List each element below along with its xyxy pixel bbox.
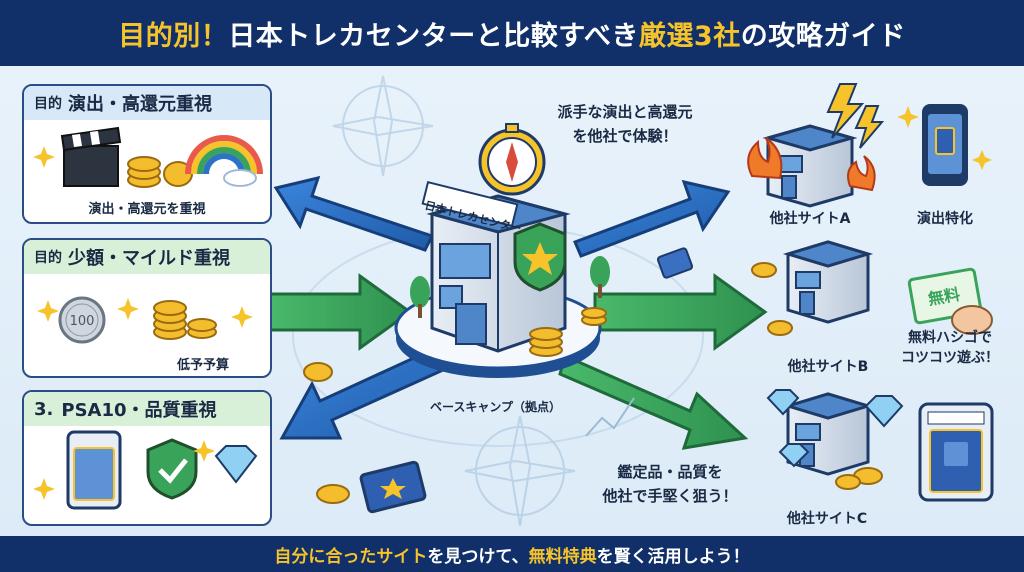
site-a-building-icon: [762, 124, 858, 208]
callout-quality-line2: 他社で手堅く狙う！: [602, 487, 738, 505]
site-c-name: 他社サイトC: [786, 511, 868, 527]
site-c-building-icon: [782, 392, 874, 476]
card-prefix: 目的: [34, 96, 62, 112]
footer-text-2: を賢く活用しよう！: [596, 546, 750, 567]
infographic-illustration: 無料: [268, 75, 994, 527]
callout-quality-line1: 鑑定品・品質を: [617, 463, 723, 481]
footer-highlight-2: 無料特典: [528, 546, 597, 567]
coin-stack-icon: [153, 300, 217, 340]
infographic-area: 無料 目的 演出・高還元重視: [0, 66, 1024, 536]
arrow-middle-left: [268, 273, 413, 351]
card-caption: 演出・高還元を重視: [88, 202, 206, 217]
flame-icon: [747, 137, 876, 192]
title-main: 日本トレカセンターと比較すべき: [228, 20, 639, 52]
callout-quality: 鑑定品・品質を 他社で手堅く狙う！: [590, 460, 750, 508]
purpose-card-quality: 3. PSA10・品質重視: [22, 390, 272, 526]
cloud-icon: [223, 169, 257, 187]
trading-card-icon: [359, 247, 694, 514]
coin-stack-icon: [529, 307, 607, 357]
free-ticket-icon: 無料: [907, 267, 993, 335]
site-b-building-icon: [782, 240, 874, 324]
callout-effects-line1: 派手な演出と高還元: [557, 103, 693, 121]
shield-star-icon: [513, 222, 567, 292]
arrow-middle-right: [593, 273, 768, 351]
page-title: 目的別！日本トレカセンターと比較すべき厳選3社の攻略ガイド: [118, 14, 905, 53]
coin-100-label: 100: [70, 314, 95, 329]
base-camp-label: ベースキャンプ（拠点）: [430, 400, 562, 414]
card-title: 少額・マイルド重視: [68, 248, 230, 269]
card-header: 目的 演出・高還元重視: [24, 86, 270, 120]
arrow-bottom-left: [279, 344, 455, 440]
card-header: 3. PSA10・品質重視: [24, 392, 270, 426]
tree-icon: [410, 256, 610, 318]
card-title: PSA10・品質重視: [61, 400, 217, 421]
arrow-top-right: [573, 179, 731, 258]
compass-rose-top-icon: [332, 75, 434, 177]
callout-effects-line2: を他社で体験！: [572, 127, 678, 145]
card-caption: 低予予算: [176, 358, 229, 373]
footer-highlight-1: 自分に合ったサイト: [274, 546, 428, 567]
footer-banner: 自分に合ったサイトを見つけて、無料特典を賢く活用しよう！: [0, 536, 1024, 572]
card-prefix: 3.: [34, 398, 54, 420]
compass-icon: [478, 123, 546, 196]
rainbow-icon: [185, 135, 263, 175]
graded-card-slab-icon: [66, 430, 122, 510]
sparkle-icon: [33, 440, 215, 500]
site-b-name: 他社サイトB: [787, 359, 869, 375]
sparkle-icon: [37, 298, 253, 328]
title-suffix: の攻略ガイド: [740, 20, 906, 52]
check-shield-icon: [146, 438, 198, 500]
site-a-feature: 演出特化: [917, 211, 973, 227]
card-title: 演出・高還元重視: [68, 94, 212, 115]
site-b-feature-line1: 無料ハシゴで: [908, 330, 992, 346]
smartphone-icon: [922, 104, 968, 186]
sparkle-icon: [33, 146, 55, 168]
loose-coins-icon: [303, 262, 883, 504]
coin-stack-icon: [127, 156, 193, 188]
coin-100-icon: 100: [58, 296, 106, 344]
compass-rose-bottom-icon: [464, 415, 576, 527]
purpose-card-low-budget: 目的 少額・マイルド重視 100 低予予算: [22, 238, 272, 378]
card-header: 目的 少額・マイルド重視: [24, 240, 270, 274]
site-b-feature-line2: コツコツ遊ぶ！: [901, 350, 999, 366]
site-a-name: 他社サイトA: [769, 211, 851, 227]
purpose-card-effects: 目的 演出・高還元重視: [22, 84, 272, 224]
trend-line-icon: [585, 397, 635, 437]
callout-effects: 派手な演出と高還元 を他社で体験！: [540, 100, 710, 148]
title-prefix: 目的別！: [118, 20, 229, 52]
diamond-icon: [214, 445, 258, 484]
title-highlight: 厳選3社: [638, 20, 741, 52]
graded-card-slab-icon: [918, 402, 994, 502]
clapperboard-icon: [60, 126, 122, 187]
footer-message: 自分に合ったサイトを見つけて、無料特典を賢く活用しよう！: [274, 542, 749, 567]
diamond-icon: [766, 389, 904, 468]
lightning-icon: [826, 83, 885, 149]
sparkle-icon: [897, 106, 992, 170]
footer-text-1: を見つけて、: [427, 546, 529, 567]
site-b-feature: 無料ハシゴで コツコツ遊ぶ！: [890, 328, 1010, 368]
card-prefix: 目的: [34, 250, 62, 266]
title-banner: 目的別！日本トレカセンターと比較すべき厳選3社の攻略ガイド: [0, 0, 1024, 66]
arrow-top-left: [273, 175, 435, 252]
arrow-bottom-right: [558, 353, 749, 450]
